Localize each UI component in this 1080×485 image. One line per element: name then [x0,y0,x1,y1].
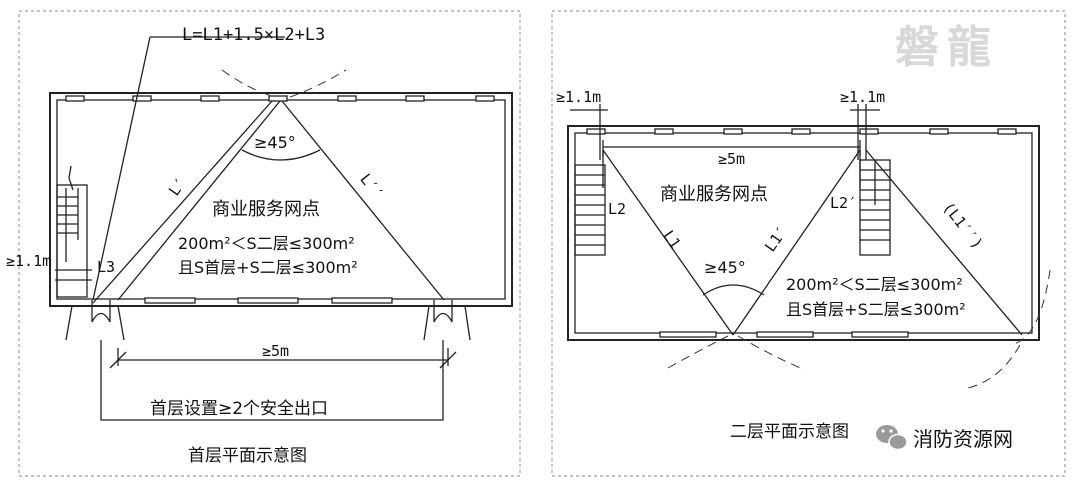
label-l3: L3 [97,258,115,276]
bottom-windows-right [659,331,909,338]
travel-lines-right [602,149,1023,336]
label-l2-right: L2′ [830,194,857,212]
condition-1-left: 200m²＜S二层≤300m² [178,234,355,253]
area-label-right: 商业服务网点 [660,184,768,205]
right-panel-frame [551,10,1066,477]
left-panel-frame [18,10,521,477]
condition-2-left: 且S首层+S二层≤300m² [178,258,358,277]
label-l1: L1 [659,227,684,252]
first-floor-outer-wall [49,92,513,307]
bottom-dim-label: ≥5m [262,342,289,360]
arc-bottom-left [667,335,729,369]
watermark: 磐龍 [895,22,999,73]
left-title: 首层平面示意图 [188,446,307,466]
arc-right-1 [1009,269,1051,346]
doors [65,300,471,341]
first-floor-plan: L=L1+1.5×L2+L3 商业服务网点 200m²＜S二层≤300m² 且S… [6,10,521,477]
arc-bottom-right [737,335,806,371]
label-l1p: L1′ [761,223,791,256]
staircase-right-left [574,164,606,256]
arc-top-right [289,69,347,98]
staircase-left [56,165,88,298]
dim-left-label: ≥1.1m [556,88,601,106]
right-title: 二层平面示意图 [730,422,849,442]
side-dimension [55,269,92,281]
angle-label-left: ≥45° [254,133,296,152]
condition-1-right: 200m²＜S二层≤300m² [786,275,963,294]
brand-text: 消防资源网 [913,427,1013,451]
bottom-windows [144,297,393,304]
second-floor-outer-wall [567,125,1040,341]
arc-right-2 [967,344,1021,389]
formula: L=L1+1.5×L2+L3 [182,25,325,45]
angle-label-right: ≥45° [704,258,746,277]
travel-lines [92,36,445,304]
top-windows [65,95,495,102]
diag-label-left: L′ [165,174,190,199]
label-l2-left: L2 [608,200,626,218]
dim-right-label: ≥1.1m [840,88,885,106]
brand: 消防资源网 [876,425,1013,451]
condition-2-right: 且S首层+S二层≤300m² [786,300,966,319]
wechat-icon [876,425,908,451]
dim-top-label: ≥5m [718,150,745,168]
second-floor-plan: ≥1.1m ≥1.1m ≥5m 商业服务网点 L2 L2′ L1 L1′ (L1… [551,10,1066,477]
exit-note: 首层设置≥2个安全出口 [150,399,328,419]
arc-top-left [221,69,276,98]
side-dim-label: ≥1.1m [6,252,51,270]
staircase-right-right [859,159,891,256]
exit-bracket [100,340,444,421]
top-windows-right [586,128,1017,135]
area-label-left: 商业服务网点 [212,199,320,220]
